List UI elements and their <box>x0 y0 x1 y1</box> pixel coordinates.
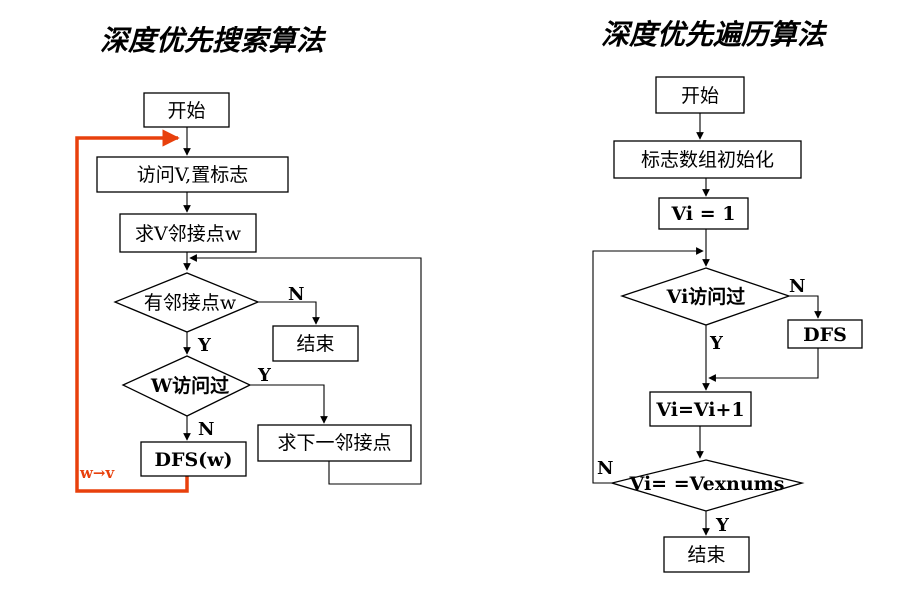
right-branch-y2: Y <box>715 515 730 536</box>
left-branch-y1: Y <box>197 335 212 356</box>
right-branch-n2: N <box>597 458 613 479</box>
vexnums-decision <box>609 459 805 512</box>
has-adj-decision <box>113 272 260 333</box>
edge-next-loop <box>189 254 422 485</box>
right-branch-y1: Y <box>709 333 724 354</box>
find-adj-label: 求V邻接点w <box>135 223 242 245</box>
next-adj-label: 求下一邻接点 <box>277 432 391 454</box>
left-start-label: 开始 <box>167 100 205 122</box>
has-adj-label: 有邻接点w <box>144 292 237 314</box>
right-start-node <box>655 76 745 114</box>
increment-label: Vi=Vi+1 <box>655 399 744 421</box>
left-end-label: 结束 <box>296 333 334 355</box>
w-visited-decision <box>121 355 252 417</box>
recursion-loop-line <box>75 129 189 493</box>
init-label: 标志数组初始化 <box>641 149 774 171</box>
left-flowchart: 深度优先搜索算法 w→v 开始 访问V,置标志 求V邻接点w 有邻接点w 结束 … <box>75 24 422 493</box>
edge-dfs-return <box>708 348 819 382</box>
left-branch-y2: Y <box>257 365 272 386</box>
vi-visited-label: Vi访问过 <box>666 285 746 308</box>
edge-visited-dfs <box>789 295 822 319</box>
left-title: 深度优先搜索算法 <box>100 24 327 57</box>
vi1-node <box>658 197 749 230</box>
left-end-node <box>272 325 359 362</box>
right-flowchart: 深度优先遍历算法 开始 标志数组初始化 Vi = 1 Vi访问过 DFS Vi=… <box>592 18 863 573</box>
next-adj-node <box>257 424 412 462</box>
vexnums-label: Vi= =Vexnums <box>629 473 785 495</box>
edge-cond-loop <box>592 247 704 484</box>
visit-node <box>96 156 289 193</box>
edge-wvisited-next <box>250 384 328 424</box>
find-adj-node <box>119 213 257 253</box>
right-end-label: 结束 <box>687 544 725 566</box>
edge-has-end <box>258 301 320 325</box>
dfs-label: DFS <box>803 324 847 346</box>
dfs-node <box>787 319 863 349</box>
increment-node <box>649 391 752 427</box>
vi-visited-decision <box>619 267 792 326</box>
dfs-call-node <box>140 441 247 477</box>
left-branch-n2: N <box>198 419 214 440</box>
init-node <box>613 140 802 179</box>
vi1-label: Vi = 1 <box>671 203 736 225</box>
right-branch-n1: N <box>789 276 805 297</box>
right-title: 深度优先遍历算法 <box>601 18 828 51</box>
right-start-label: 开始 <box>681 85 719 107</box>
right-end-node <box>663 536 750 573</box>
w-visited-label: W访问过 <box>150 374 229 397</box>
loop-label: w→v <box>79 464 115 482</box>
left-start-node <box>143 92 230 128</box>
dfs-call-label: DFS(w) <box>154 449 232 471</box>
left-branch-n1: N <box>288 284 304 305</box>
visit-label: 访问V,置标志 <box>137 164 248 186</box>
